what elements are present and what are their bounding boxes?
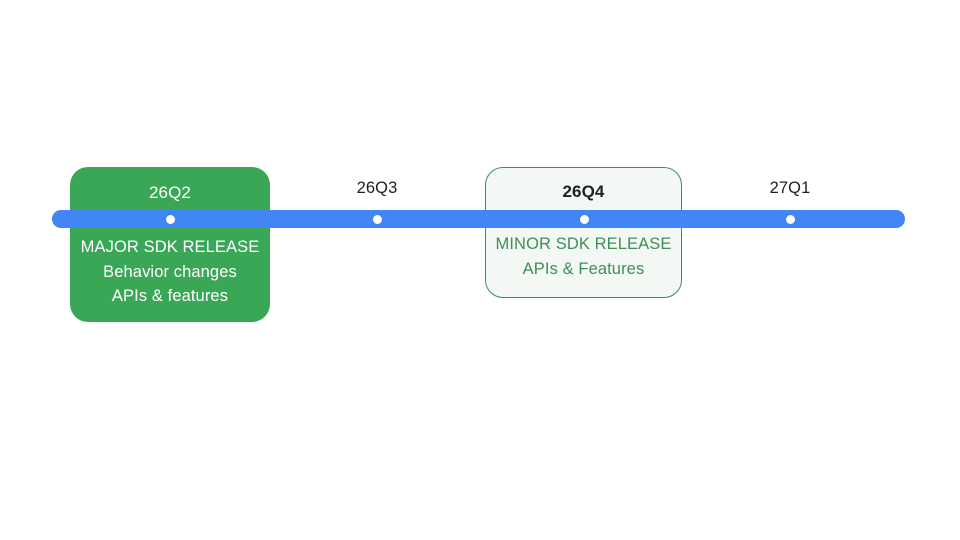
tick-label-27q1: 27Q1 (769, 179, 811, 197)
milestone-line-26q2-1: MAJOR SDK RELEASE (80, 238, 260, 256)
timeline-marker-27q1[interactable] (785, 215, 795, 224)
timeline-axis-bar (52, 210, 905, 228)
milestone-title-26q2: 26Q2 (149, 183, 191, 202)
timeline-marker-26q2[interactable] (165, 215, 175, 224)
timeline-marker-26q4[interactable] (579, 215, 589, 224)
milestone-body-26q4: MINOR SDK RELEASE APIs & Features (486, 232, 681, 281)
milestone-line-26q4-1: MINOR SDK RELEASE (495, 235, 672, 253)
milestone-title-26q4: 26Q4 (562, 182, 605, 201)
milestone-line-26q4-2: APIs & Features (522, 259, 645, 278)
milestone-body-26q2: MAJOR SDK RELEASE Behavior changes APIs … (70, 235, 270, 309)
milestone-card-26q4[interactable]: 26Q4 MINOR SDK RELEASE APIs & Features (485, 167, 682, 298)
milestone-line-26q2-2: Behavior changes (103, 262, 237, 281)
milestone-card-26q2[interactable]: 26Q2 MAJOR SDK RELEASE Behavior changes … (70, 167, 270, 322)
milestone-line-26q2-3: APIs & features (111, 287, 229, 305)
timeline-marker-26q3[interactable] (372, 215, 382, 224)
tick-label-26q3: 26Q3 (356, 179, 398, 197)
